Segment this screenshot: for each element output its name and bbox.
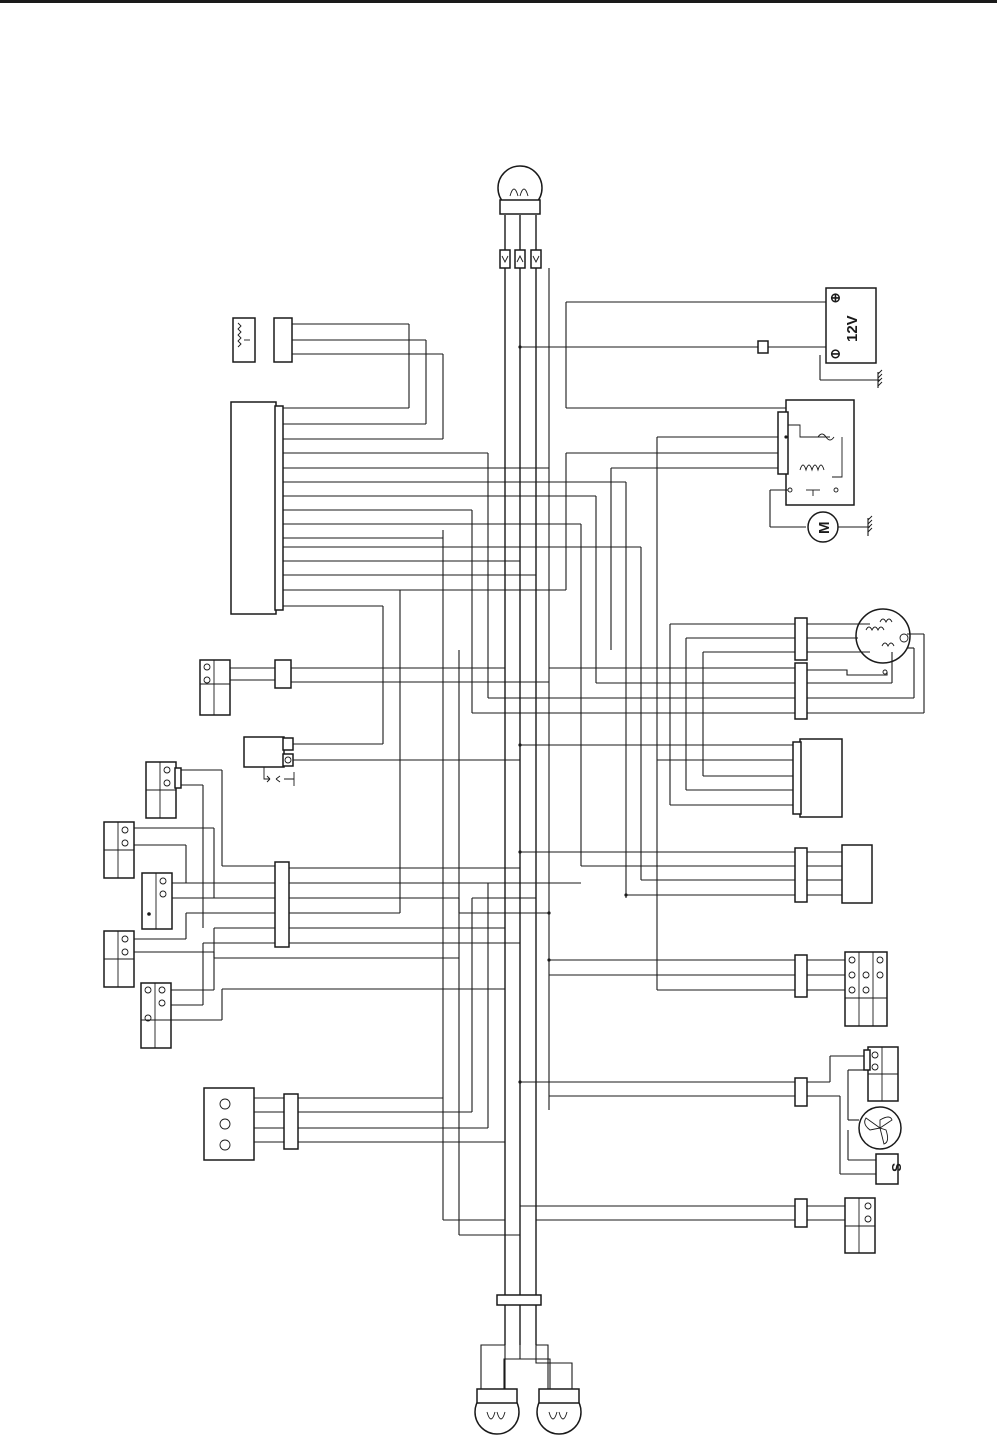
flasher-relay-label: S (889, 1163, 904, 1172)
left-switch-connector (203, 862, 581, 958)
ground-symbol-battery (878, 370, 882, 388)
tail-harness-connector (443, 1220, 572, 1389)
starter-motor-label: M (816, 522, 833, 535)
handlebar-switch-3 (142, 873, 275, 929)
right-handlebar-switch (549, 952, 887, 1026)
battery-positive-terminal: ⊕ (830, 290, 841, 305)
starter-relay (770, 400, 854, 527)
headlight-bulb (498, 166, 542, 214)
ac-magneto (472, 609, 924, 805)
handlebar-switch-5 (141, 928, 505, 1048)
fan-motor-circuit: S (520, 1047, 904, 1184)
tail-light-right (537, 1389, 581, 1434)
handlebar-switch-4 (104, 913, 275, 987)
headlight-connectors (500, 250, 541, 268)
main-switch (204, 883, 536, 1160)
starter-motor: M (808, 512, 870, 542)
battery: 12V ⊕ ⊖ (520, 288, 880, 408)
rectifier-regulator (520, 845, 872, 903)
battery-negative-terminal: ⊖ (830, 346, 841, 361)
main-harness-trunk (443, 215, 549, 1295)
horn-switch (520, 1198, 875, 1253)
tail-light-left (475, 1389, 519, 1434)
splice-points (518, 345, 787, 1083)
ignitor-unit (244, 737, 520, 786)
battery-voltage-label: 12V (844, 315, 861, 342)
meter-assembly (231, 402, 641, 913)
ground-symbol-starter (868, 516, 872, 536)
neutral-switch (200, 660, 549, 715)
cdi-unit (520, 739, 842, 817)
